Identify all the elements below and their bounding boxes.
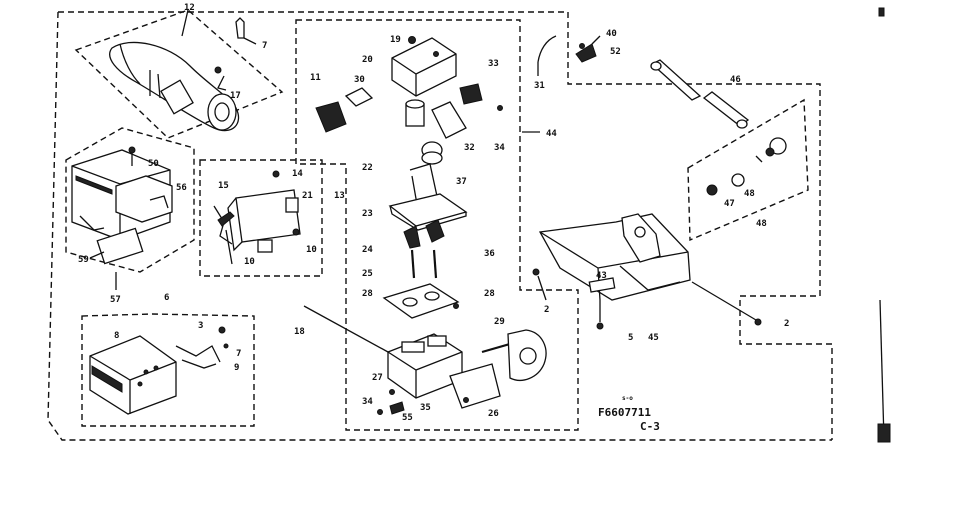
outer-dashed-border-left bbox=[47, 11, 832, 441]
part-label-20: 20 bbox=[362, 55, 373, 65]
part-label-2-right: 2 bbox=[784, 319, 789, 329]
sheet-number: C-3 bbox=[640, 420, 660, 433]
part-7-clip bbox=[235, 17, 257, 45]
part-29-pin-and-bracket bbox=[481, 329, 547, 381]
part-label-34-top: 34 bbox=[494, 143, 505, 153]
part-label-37: 37 bbox=[456, 177, 467, 187]
part-label-24: 24 bbox=[362, 245, 373, 255]
bottom-left-frame bbox=[81, 313, 255, 427]
part-label-27: 27 bbox=[372, 373, 383, 383]
part-label-28-left: 28 bbox=[362, 289, 373, 299]
part-label-52: 52 bbox=[610, 47, 621, 57]
valve-body-stack-drawing bbox=[377, 141, 501, 415]
part-label-59: 59 bbox=[78, 255, 89, 265]
part-label-3: 3 bbox=[198, 321, 203, 331]
part-label-36: 36 bbox=[484, 249, 495, 259]
part-label-10-right: 10 bbox=[306, 245, 317, 255]
right-bracket-45-drawing bbox=[532, 213, 762, 330]
part-label-10-lower: 10 bbox=[244, 257, 255, 267]
valve-subassembly-frame bbox=[199, 159, 323, 277]
pilot-burner-drawing bbox=[109, 41, 240, 132]
part-label-32: 32 bbox=[464, 143, 475, 153]
part-label-15: 15 bbox=[218, 181, 229, 191]
bottom-left-drawing bbox=[89, 326, 229, 415]
label-leader bbox=[181, 9, 189, 37]
part-label-19: 19 bbox=[390, 35, 401, 45]
part-label-35: 35 bbox=[420, 403, 431, 413]
part-label-43: 43 bbox=[596, 271, 607, 281]
figure-code: F6607711 bbox=[598, 406, 651, 419]
part-label-11: 11 bbox=[310, 73, 321, 83]
part-label-44: 44 bbox=[546, 129, 557, 139]
part-label-56: 56 bbox=[176, 183, 187, 193]
scan-edge-mark bbox=[877, 7, 891, 443]
part-label-8: 8 bbox=[114, 331, 119, 341]
left-block-drawing bbox=[71, 146, 173, 290]
central-bracket-drawing bbox=[315, 36, 503, 139]
part-label-57: 57 bbox=[110, 295, 121, 305]
part-label-33: 33 bbox=[488, 59, 499, 69]
part-label-13: 13 bbox=[334, 191, 345, 201]
part-label-9: 9 bbox=[234, 363, 239, 373]
pilot-assembly-frame bbox=[74, 9, 284, 139]
part-label-28-right: 28 bbox=[484, 289, 495, 299]
rod-46-drawing bbox=[650, 59, 750, 129]
part-label-40: 40 bbox=[606, 29, 617, 39]
part-40-52-clip bbox=[575, 35, 601, 63]
part-label-29: 29 bbox=[494, 317, 505, 327]
central-assembly-box bbox=[295, 19, 579, 431]
part-label-31: 31 bbox=[534, 81, 545, 91]
outer-dashed-border bbox=[58, 11, 833, 440]
part-label-2-left: 2 bbox=[544, 305, 549, 315]
part-label-46: 46 bbox=[730, 75, 741, 85]
part-label-6: 6 bbox=[164, 293, 169, 303]
part-label-12: 12 bbox=[184, 3, 195, 13]
part-label-25: 25 bbox=[362, 269, 373, 279]
part-label-47: 47 bbox=[724, 199, 735, 209]
part-label-21: 21 bbox=[302, 191, 313, 201]
part-label-30: 30 bbox=[354, 75, 365, 85]
part-label-5: 5 bbox=[628, 333, 633, 343]
valve-subassembly-drawing bbox=[213, 170, 301, 265]
part-label-26: 26 bbox=[488, 409, 499, 419]
part-label-18: 18 bbox=[294, 327, 305, 337]
part-label-48-lower: 48 bbox=[756, 219, 767, 229]
part-31-wire bbox=[537, 35, 557, 76]
part-label-48-upper: 48 bbox=[744, 189, 755, 199]
part-label-23: 23 bbox=[362, 209, 373, 219]
part-label-7: 7 bbox=[262, 41, 267, 51]
right-subassembly-frame bbox=[687, 98, 809, 242]
part-label-34-bottom: 34 bbox=[362, 397, 373, 407]
figure-small-note: s-o bbox=[622, 395, 633, 402]
part-label-7-lower: 7 bbox=[236, 349, 241, 359]
part-label-17: 17 bbox=[230, 91, 241, 101]
part-label-50: 50 bbox=[148, 159, 159, 169]
fittings-48-drawing bbox=[706, 137, 787, 196]
central-leader-lines bbox=[303, 131, 540, 353]
part-label-55: 55 bbox=[402, 413, 413, 423]
part-label-22: 22 bbox=[362, 163, 373, 173]
part-label-45: 45 bbox=[648, 333, 659, 343]
part-label-14: 14 bbox=[292, 169, 303, 179]
left-block-frame bbox=[65, 127, 195, 273]
